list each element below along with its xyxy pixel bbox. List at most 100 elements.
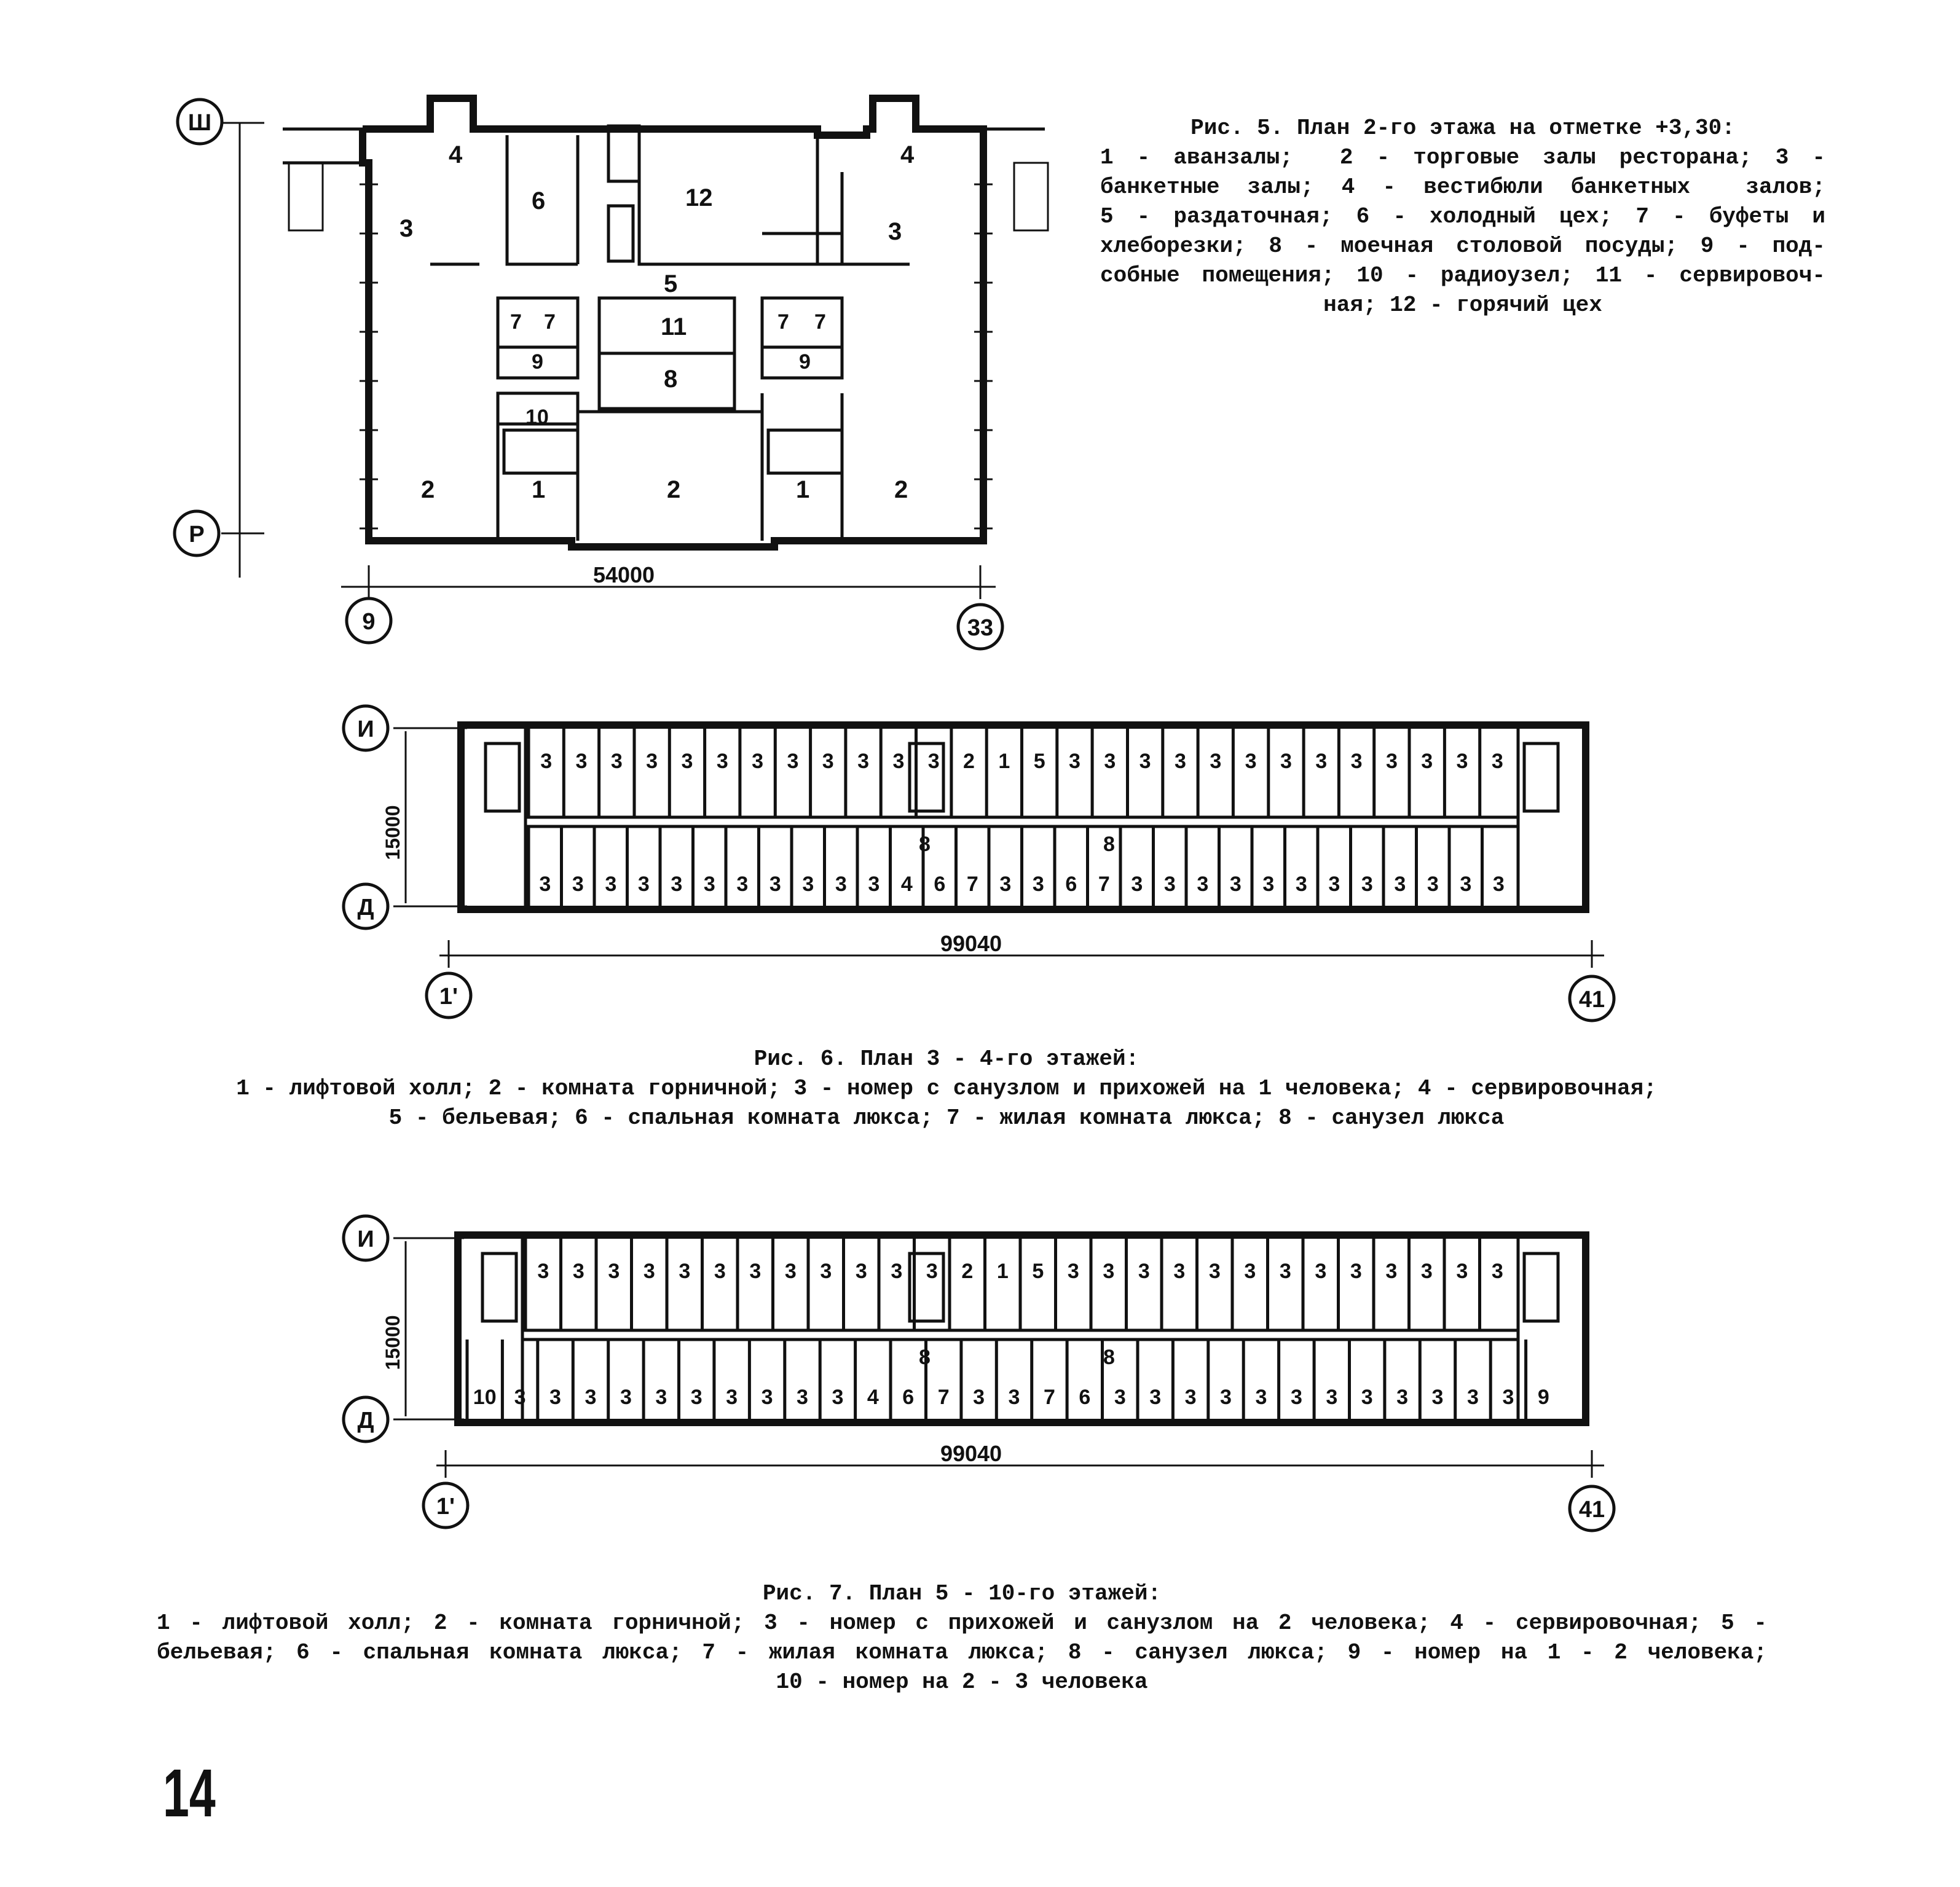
f7-top-room-3: 3 [643,1260,655,1283]
f6-bottom-room-14: 3 [999,873,1011,896]
f7-top-room-16: 3 [1103,1260,1114,1283]
f6-axis-bubble-41 [1568,975,1616,1022]
f6-top-room-12: 2 [963,750,975,773]
f7-bottom-room-2: 3 [549,1386,561,1409]
f7-axis-label-i: И [357,1226,374,1252]
axis-bubble-33 [956,603,1004,651]
f6-room-8-right: 8 [1103,833,1115,856]
figure6-caption-line: 1 - лифтовой холл; 2 - комната горничной… [236,1076,1657,1101]
f7-top-room-18: 3 [1173,1260,1185,1283]
figure7-caption-line: 10 - номер на 2 - 3 человека [776,1669,1148,1695]
room-1-left: 1 [532,476,545,503]
axis-bubble-r [173,509,221,557]
f6-top-room-27: 3 [1492,750,1503,773]
f7-top-room-23: 3 [1350,1260,1362,1283]
f6-axis-bubble-d [342,882,390,930]
f6-top-room-4: 3 [681,750,693,773]
room-3-right: 3 [888,218,902,245]
figure5-caption-line: ная; 12 - горячий цех [1323,292,1602,318]
f6-axis-label-d: Д [357,895,374,920]
figure5-caption-line: собные помещения; 10 - радиоузел; 11 - с… [1100,263,1825,288]
figure5-caption-line: 5 - раздаточная; 6 - холодный цех; 7 - б… [1100,204,1825,229]
f7-bottom-room-20: 3 [1185,1386,1197,1409]
page-number: 14 [163,1756,216,1831]
f6-bottom-room-1: 3 [572,873,584,896]
f7-axis-bubble-d [342,1395,390,1443]
f7-top-room-22: 3 [1315,1260,1326,1283]
f6-top-room-10: 3 [892,750,904,773]
figure6-caption-line: 5 - бельевая; 6 - спальная комната люкса… [388,1105,1505,1131]
figure5-caption-line: Рис. 5. План 2-го этажа на отметке +3,30… [1191,116,1735,141]
axis-label-r: Р [189,522,204,547]
f7-bottom-room-18: 3 [1114,1386,1126,1409]
f6-bottom-room-16: 6 [1065,873,1077,896]
f6-bottom-room-6: 3 [736,873,748,896]
f6-top-room-16: 3 [1104,750,1116,773]
f6-axis-label-i: И [357,716,374,742]
f7-bottom-room-8: 3 [762,1386,773,1409]
figure5-caption-line: банкетные залы; 4 - вестибюли банкетных … [1100,175,1825,200]
f7-bottom-room-0: 10 [473,1386,497,1409]
f7-bottom-room-14: 3 [973,1386,985,1409]
f7-top-room-0: 3 [537,1260,549,1283]
f7-top-room-6: 3 [749,1260,761,1283]
f7-top-room-15: 3 [1068,1260,1079,1283]
f7-top-room-11: 3 [926,1260,938,1283]
f6-top-room-9: 3 [857,750,869,773]
f7-top-room-1: 3 [573,1260,584,1283]
f6-bottom-room-9: 3 [835,873,847,896]
room-9-left: 9 [532,350,543,374]
f7-top-room-17: 3 [1138,1260,1150,1283]
room-3-left: 3 [399,215,413,242]
f7-axis-bubble-41 [1568,1485,1616,1532]
f6-bottom-room-25: 3 [1361,873,1373,896]
f7-bottom-room-7: 3 [726,1386,738,1409]
room-2-right: 2 [894,476,908,503]
f6-top-room-5: 3 [717,750,728,773]
f7-bottom-room-11: 4 [867,1386,879,1409]
f6-bottom-room-3: 3 [638,873,650,896]
f7-top-room-10: 3 [891,1260,902,1283]
f7-dimension-15000: 15000 [382,1316,404,1370]
f7-top-room-25: 3 [1421,1260,1433,1283]
figure7-caption-line: бельевая; 6 - спальная комната люкса; 7 … [157,1640,1767,1665]
f7-room-8-right: 8 [1103,1346,1115,1369]
f7-bottom-room-30: 9 [1538,1386,1549,1409]
f7-bottom-room-23: 3 [1291,1386,1302,1409]
f6-bottom-room-8: 3 [802,873,814,896]
room-2-center: 2 [667,476,680,503]
f7-axis-label-41: 41 [1579,1497,1605,1523]
f6-top-room-13: 1 [998,750,1010,773]
f7-top-room-12: 2 [961,1260,973,1283]
f7-top-room-24: 3 [1385,1260,1397,1283]
f6-top-room-26: 3 [1457,750,1468,773]
f7-bottom-room-9: 3 [797,1386,808,1409]
f7-bottom-room-16: 7 [1044,1386,1055,1409]
f6-top-room-17: 3 [1139,750,1151,773]
figure6-caption: Рис. 6. План 3 - 4-го этажей: 1 - лифтов… [160,1045,1733,1133]
f6-bottom-room-2: 3 [605,873,616,896]
f6-bottom-room-7: 3 [769,873,781,896]
room-7b-right: 7 [814,310,826,334]
f6-top-room-3: 3 [646,750,658,773]
f7-bottom-room-6: 3 [691,1386,703,1409]
f7-top-room-8: 3 [820,1260,832,1283]
f6-axis-label-41: 41 [1579,987,1605,1013]
f6-top-room-14: 5 [1034,750,1045,773]
f6-room-8-left: 8 [919,833,931,856]
figure6-caption-title: Рис. 6. План 3 - 4-го этажей: [754,1046,1139,1072]
f6-bottom-room-0: 3 [539,873,551,896]
f6-top-room-20: 3 [1245,750,1257,773]
room-4-right: 4 [900,141,915,168]
f6-bottom-room-23: 3 [1296,873,1307,896]
f6-top-room-2: 3 [611,750,623,773]
f6-top-room-7: 3 [787,750,798,773]
f7-top-room-20: 3 [1244,1260,1256,1283]
axis-bubble-9 [345,597,393,645]
room-9-right: 9 [799,350,811,374]
f7-bottom-room-1: 3 [514,1386,526,1409]
f6-top-room-24: 3 [1386,750,1398,773]
room-4-left: 4 [449,141,463,168]
f6-top-room-8: 3 [822,750,834,773]
